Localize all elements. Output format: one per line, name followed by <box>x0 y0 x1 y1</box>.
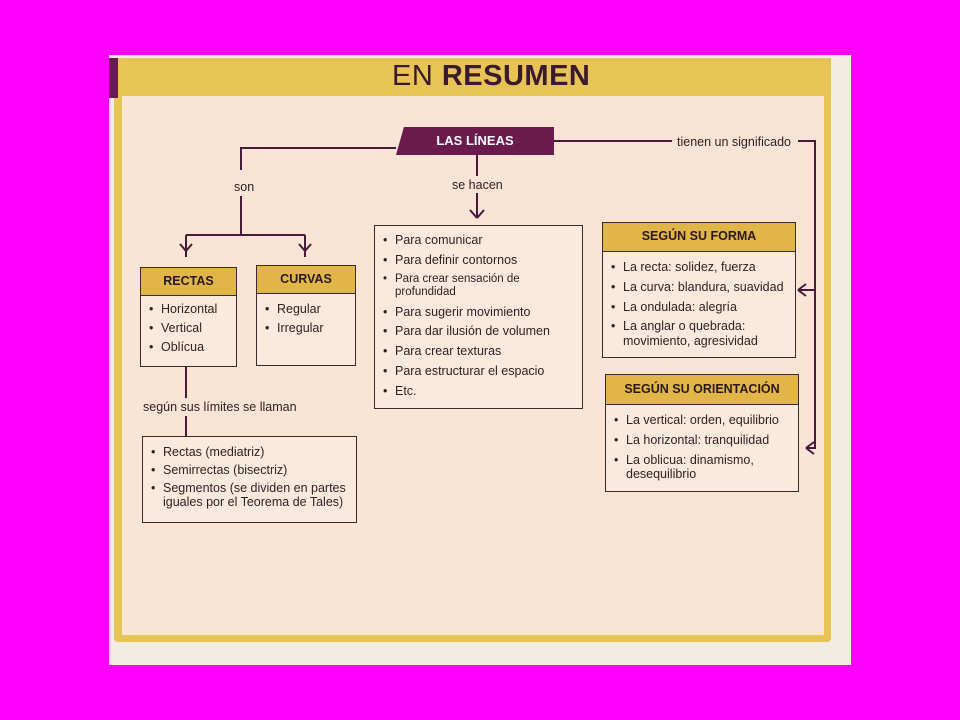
list-item: Horizontal <box>147 302 232 317</box>
list-item: Oblícua <box>147 340 232 355</box>
list-item: Regular <box>263 302 351 317</box>
rectas-header: RECTAS <box>140 267 237 296</box>
curvas-header: CURVAS <box>256 265 356 294</box>
list-item: La horizontal: tranquilidad <box>612 433 794 448</box>
list-item: Para estructurar el espacio <box>381 364 578 379</box>
forma-box: La recta: solidez, fuerza La curva: blan… <box>602 251 796 358</box>
curvas-box: Regular Irregular <box>256 293 356 366</box>
page-title: EN RESUMEN <box>392 60 590 93</box>
list-item: La vertical: orden, equilibrio <box>612 413 794 428</box>
list-item: Segmentos (se dividen en partes iguales … <box>149 481 352 511</box>
root-node: LAS LÍNEAS <box>396 127 554 155</box>
label-se-hacen: se hacen <box>452 178 503 192</box>
list-item: Para crear texturas <box>381 344 578 359</box>
list-item: Irregular <box>263 321 351 336</box>
list-item: Rectas (mediatriz) <box>149 445 352 460</box>
list-item: Para definir contornos <box>381 253 578 268</box>
list-item: Para crear sensación de profundidad <box>381 273 578 300</box>
list-item: Para dar ilusión de volumen <box>381 324 578 339</box>
list-item: Vertical <box>147 321 232 336</box>
title-bar <box>114 58 831 96</box>
label-limites: según sus límites se llaman <box>143 400 297 414</box>
list-item: Semirrectas (bisectriz) <box>149 463 352 478</box>
list-item: Para sugerir movimiento <box>381 305 578 320</box>
list-item: La anglar o quebrada: movimiento, agresi… <box>609 319 791 349</box>
label-tienen-significado: tienen un significado <box>677 135 791 149</box>
list-item: Para comunicar <box>381 233 578 248</box>
orientacion-header: SEGÚN SU ORIENTACIÓN <box>605 374 799 405</box>
list-item: Etc. <box>381 384 578 399</box>
limites-box: Rectas (mediatriz) Semirrectas (bisectri… <box>142 436 357 523</box>
list-item: La recta: solidez, fuerza <box>609 260 791 275</box>
list-item: La oblicua: dinamismo, desequilibrio <box>612 453 794 483</box>
list-item: La curva: blandura, suavidad <box>609 280 791 295</box>
title-light: EN <box>392 60 442 92</box>
title-bold: RESUMEN <box>441 60 591 92</box>
usos-box: Para comunicar Para definir contornos Pa… <box>374 225 583 409</box>
list-item: La ondulada: alegría <box>609 300 791 315</box>
label-son: son <box>234 180 255 194</box>
rectas-box: Horizontal Vertical Oblícua <box>140 295 237 367</box>
forma-header: SEGÚN SU FORMA <box>602 222 796 252</box>
orientacion-box: La vertical: orden, equilibrio La horizo… <box>605 404 799 492</box>
title-marker <box>109 58 118 98</box>
